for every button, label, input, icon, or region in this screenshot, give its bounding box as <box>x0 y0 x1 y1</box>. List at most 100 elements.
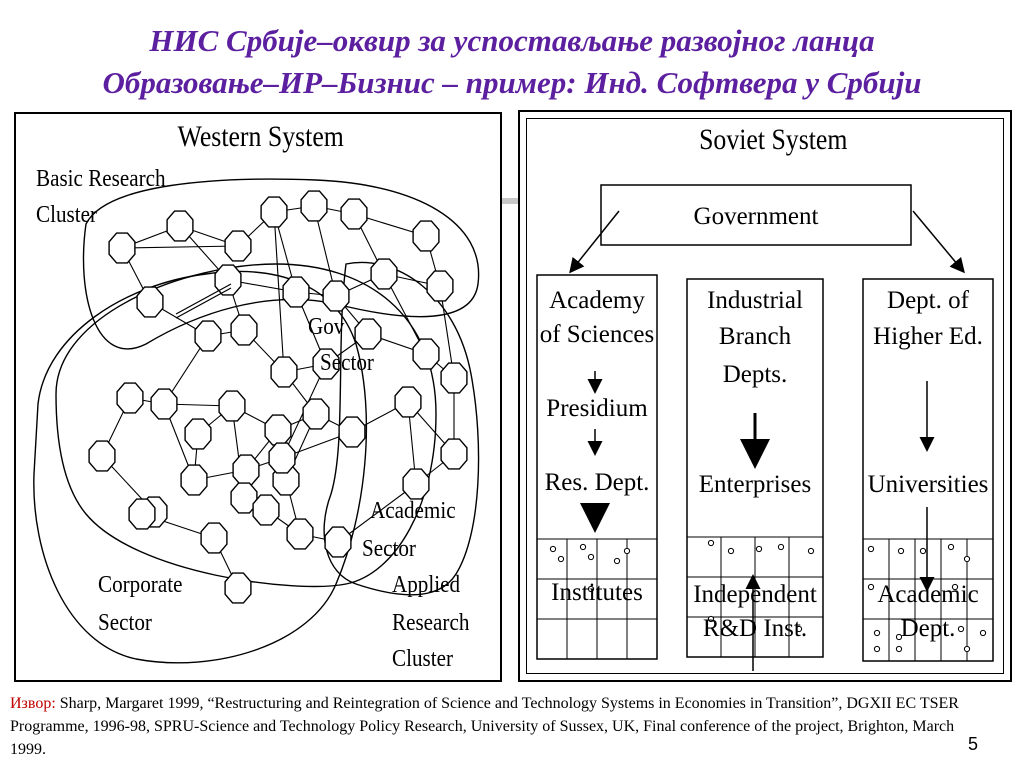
network-node <box>128 498 156 530</box>
researcher-dot <box>587 553 595 561</box>
academic-applied-outline <box>323 261 480 596</box>
soviet-system-title: Soviet System <box>699 123 848 156</box>
network-node <box>440 438 468 470</box>
network-node <box>108 232 136 264</box>
government-label: Government <box>693 203 819 230</box>
independent-label-1: Independent <box>693 581 817 608</box>
institutes-label: Institutes <box>551 579 643 606</box>
network-node <box>426 270 454 302</box>
network-node <box>412 220 440 252</box>
researcher-dot <box>897 547 905 555</box>
corporate-sector-outline <box>33 270 368 664</box>
government-box <box>600 184 912 246</box>
western-system-panel: Western System Basic Research Cluster Go… <box>14 112 502 682</box>
researcher-dot <box>707 539 715 547</box>
researcher-dot <box>947 543 955 551</box>
applied-research-label-2: Research <box>392 610 470 636</box>
researcher-dot <box>587 585 595 593</box>
applied-research-label-3: Cluster <box>392 646 454 672</box>
researcher-dot <box>979 629 987 637</box>
basic-research-label-1: Basic Research <box>36 166 166 192</box>
double-line-mark-2 <box>175 287 232 319</box>
industrial-label-3: Depts. <box>722 361 788 388</box>
soviet-system-panel: Soviet System Government Academy of Scie… <box>518 110 1012 682</box>
network-node <box>264 414 292 446</box>
gov-sector-label-1: Gov <box>308 314 345 340</box>
academy-label-2: of Sciences <box>539 321 655 348</box>
network-node <box>166 210 194 242</box>
network-node <box>88 440 116 472</box>
network-node <box>286 518 314 550</box>
independent-label-2: R&D Inst. <box>702 615 808 642</box>
network-node <box>180 464 208 496</box>
researcher-dot <box>549 545 557 553</box>
researcher-dot <box>963 645 971 653</box>
network-node <box>324 526 352 558</box>
soviet-structure-diagram <box>536 184 994 671</box>
network-link <box>121 245 239 249</box>
network-node <box>230 314 258 346</box>
academic-dept-label-1: Academic <box>877 581 979 608</box>
network-node <box>412 338 440 370</box>
network-node <box>214 264 242 296</box>
network-node <box>354 318 382 350</box>
network-node <box>402 468 430 500</box>
basic-research-cluster-outline <box>82 178 480 350</box>
network-node <box>270 356 298 388</box>
researcher-dot <box>873 645 881 653</box>
page-number: 5 <box>967 734 978 754</box>
western-system-title: Western System <box>177 120 344 153</box>
network-node <box>338 416 366 448</box>
res-dept-label: Res. Dept. <box>544 469 650 496</box>
network-node <box>300 190 328 222</box>
network-node <box>116 382 144 414</box>
researcher-dot <box>755 545 763 553</box>
network-node <box>312 348 340 380</box>
researcher-dot <box>873 629 881 637</box>
researcher-dot <box>795 625 803 633</box>
researcher-dot <box>957 625 965 633</box>
network-node <box>340 198 368 230</box>
researcher-dot <box>919 547 927 555</box>
gov-to-academy-arrow <box>569 210 620 274</box>
connector-bar <box>498 198 518 204</box>
researcher-dot <box>557 555 565 563</box>
network-node <box>322 280 350 312</box>
industrial-label-2: Branch <box>718 323 792 350</box>
higher-ed-label-2: Higher Ed. <box>873 323 983 350</box>
network-node <box>370 258 398 290</box>
higher-ed-column-box <box>862 278 994 662</box>
academic-dept-grid <box>862 538 994 662</box>
network-node <box>252 494 280 526</box>
network-node <box>230 482 258 514</box>
corporate-sector-label-2: Sector <box>98 610 152 636</box>
corporate-sector-label-1: Corporate <box>98 572 183 598</box>
slide-title-line1: НИС Србије–оквир за успостављање развојн… <box>149 23 875 58</box>
gov-to-higher-ed-arrow <box>912 210 965 274</box>
academic-sector-label-1: Academic <box>370 498 456 524</box>
double-line-mark <box>175 283 232 315</box>
source-citation: Извор: Sharp, Margaret 1999, “Restructur… <box>10 692 960 761</box>
slide-title-line2: Образовање–ИР–Бизнис – пример: Инд. Софт… <box>102 65 922 100</box>
academy-label-1: Academy <box>549 287 645 314</box>
network-node <box>224 230 252 262</box>
researcher-dot <box>613 557 621 565</box>
universities-label: Universities <box>867 471 989 498</box>
higher-ed-label-1: Dept. of <box>887 287 969 314</box>
network-link <box>273 211 285 373</box>
researcher-dot <box>727 547 735 555</box>
researcher-dot <box>707 615 715 623</box>
applied-research-label-1: Applied <box>392 572 461 598</box>
researcher-dot <box>895 633 903 641</box>
soviet-system-inner-frame: Soviet System Government Academy of Scie… <box>526 118 1004 674</box>
network-node <box>302 398 330 430</box>
source-text: Sharp, Margaret 1999, “Restructuring and… <box>10 695 959 758</box>
researcher-dot <box>623 547 631 555</box>
network-node <box>282 276 310 308</box>
network-node <box>200 522 228 554</box>
researcher-dot <box>579 543 587 551</box>
network-node <box>184 418 212 450</box>
network-node <box>260 196 288 228</box>
basic-research-label-2: Cluster <box>36 202 98 228</box>
network-node <box>268 442 296 474</box>
